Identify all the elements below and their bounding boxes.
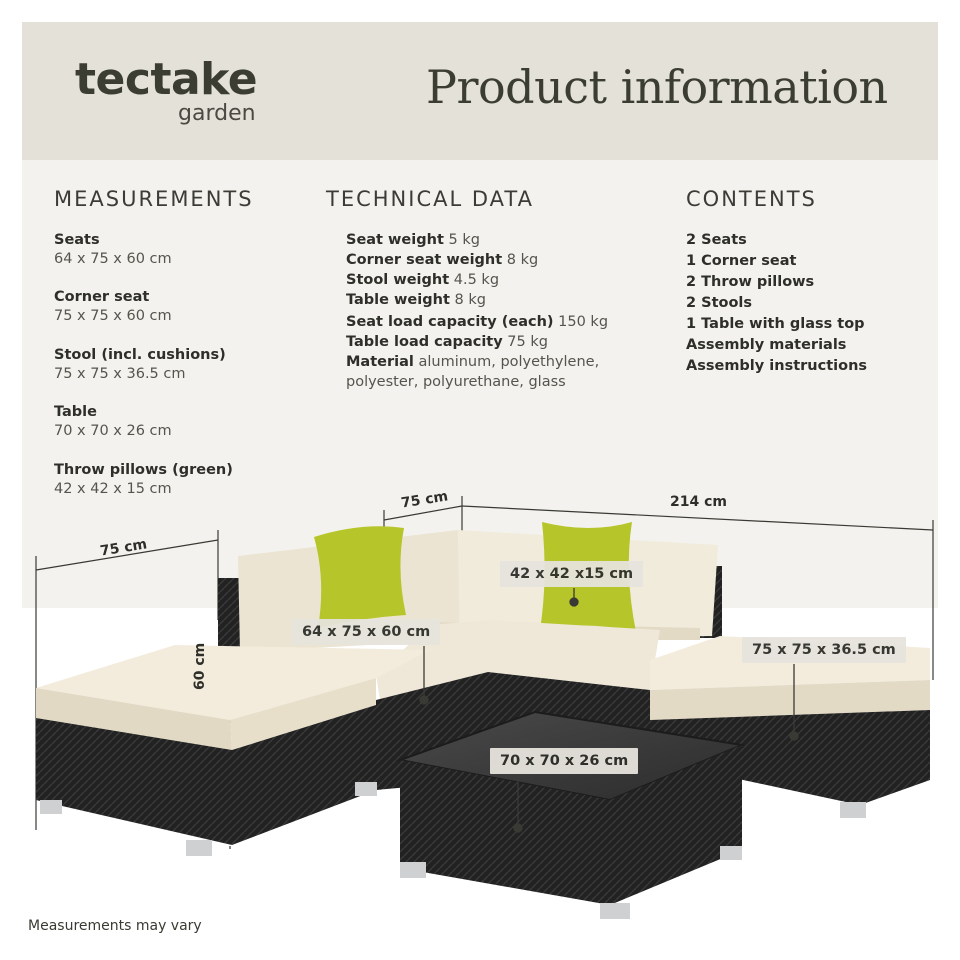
tech-row: Table weight 8 kg <box>346 292 486 308</box>
measurement-value: 70 x 70 x 26 cm <box>54 423 172 439</box>
tech-row-continued: polyester, polyurethane, glass <box>346 374 566 390</box>
tech-row: Corner seat weight 8 kg <box>346 252 539 268</box>
page-title: Product information <box>426 60 888 114</box>
measurement-label: Throw pillows (green) <box>54 462 233 478</box>
callout-leaders <box>419 588 799 833</box>
dimension-total-width: 214 cm <box>670 494 727 510</box>
measurement-value: 42 x 42 x 15 cm <box>54 481 172 497</box>
stool-size-tag: 75 x 75 x 36.5 cm <box>742 637 906 663</box>
throw-pillow-left <box>314 526 406 628</box>
measurement-label: Corner seat <box>54 289 150 305</box>
tech-row: Table load capacity 75 kg <box>346 334 548 350</box>
contents-item: 1 Table with glass top <box>686 316 865 332</box>
tech-row: Seat load capacity (each) 150 kg <box>346 314 609 330</box>
header-band <box>22 22 938 160</box>
brand-logo: tectake <box>75 54 258 105</box>
contents-item: 2 Throw pillows <box>686 274 815 290</box>
contents-item: 2 Stools <box>686 295 753 311</box>
seat-size-tag: 64 x 75 x 60 cm <box>292 619 441 645</box>
furniture-feet <box>40 782 866 919</box>
contents-item: Assembly instructions <box>686 358 868 374</box>
contents-title: CONTENTS <box>686 187 817 211</box>
technical-data-title: TECHNICAL DATA <box>326 187 534 211</box>
contents-item: 1 Corner seat <box>686 253 797 269</box>
brand-subtitle: garden <box>178 101 256 126</box>
measurement-label: Seats <box>54 232 100 248</box>
pillow-size-tag: 42 x 42 x15 cm <box>500 561 644 587</box>
footnote: Measurements may vary <box>28 918 202 934</box>
contents-item: 2 Seats <box>686 232 747 248</box>
coffee-table <box>396 710 746 905</box>
tech-row: Stool weight 4.5 kg <box>346 272 500 288</box>
measurement-label: Stool (incl. cushions) <box>54 347 226 363</box>
dimension-height: 60 cm <box>192 642 208 690</box>
tech-row: Material aluminum, polyethylene, <box>346 354 600 370</box>
table-size-tag: 70 x 70 x 26 cm <box>490 748 639 774</box>
right-stool <box>650 636 930 805</box>
measurement-value: 64 x 75 x 60 cm <box>54 251 172 267</box>
contents-item: Assembly materials <box>686 337 847 353</box>
measurement-value: 75 x 75 x 36.5 cm <box>54 366 186 382</box>
measurement-value: 75 x 75 x 60 cm <box>54 308 172 324</box>
measurement-label: Table <box>54 404 97 420</box>
left-seat <box>36 645 430 845</box>
tech-row: Seat weight 5 kg <box>346 232 480 248</box>
measurements-title: MEASUREMENTS <box>54 187 254 211</box>
